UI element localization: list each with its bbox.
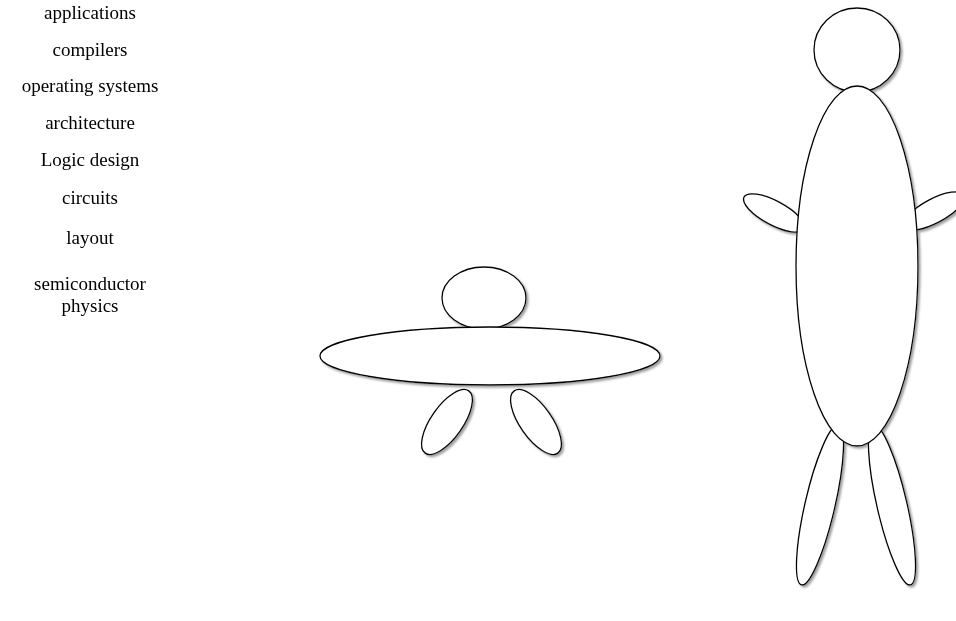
body-shape (320, 327, 660, 385)
head-shape (442, 267, 526, 329)
layer-label: layout (66, 227, 114, 249)
leg-shape (412, 382, 482, 463)
leg-shape (859, 422, 925, 589)
layer-label: architecture (45, 112, 135, 134)
head-shape (814, 8, 900, 92)
layer-label: circuits (62, 187, 118, 209)
layer-label: compilers (53, 39, 128, 61)
body-shape (796, 86, 918, 446)
layer-label: Logic design (41, 149, 140, 171)
leg-shape (787, 422, 853, 589)
layer-label: semiconductor physics (25, 273, 155, 317)
layer-label: applications (44, 2, 136, 24)
leg-shape (501, 382, 571, 463)
layer-label: operating systems (22, 75, 159, 97)
